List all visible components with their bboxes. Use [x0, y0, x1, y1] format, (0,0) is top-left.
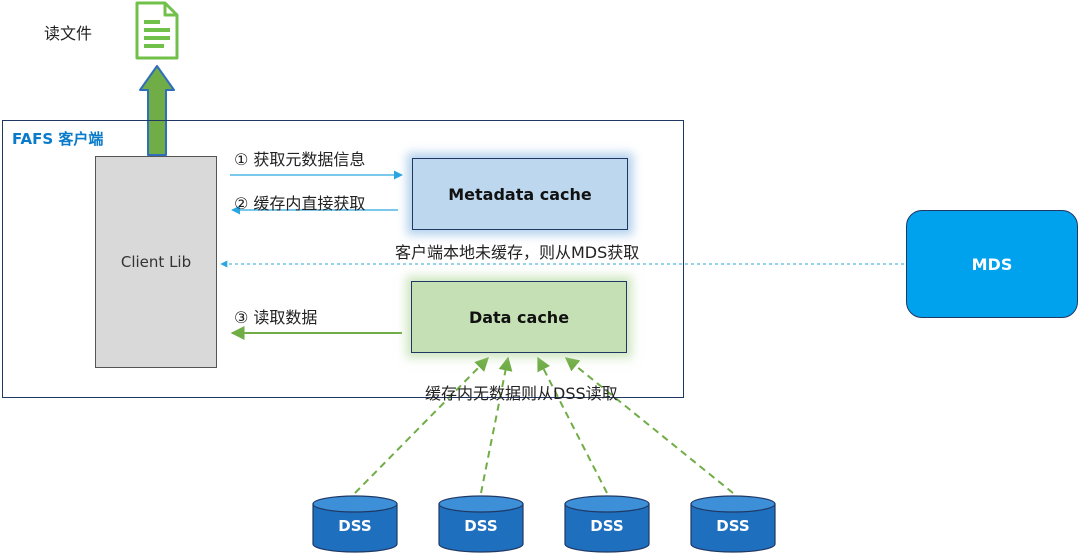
client-lib-box: Client Lib: [95, 156, 217, 368]
step1-label: ① 获取元数据信息: [234, 150, 366, 169]
mds-box: MDS: [906, 210, 1078, 318]
dss-to-data-cache-arrows: [354, 356, 734, 494]
dss-node-1-label: DSS: [338, 517, 372, 535]
file-icon: [135, 1, 179, 60]
dss-node-3-label: DSS: [590, 517, 624, 535]
dss-node-2-label: DSS: [464, 517, 498, 535]
dss-node-4: [690, 495, 776, 553]
dss-arrow-1: [354, 357, 489, 494]
dss-cylinders: [312, 495, 776, 553]
client-frame: [2, 120, 684, 398]
step3-label: ③ 读取数据: [234, 308, 318, 327]
dss-arrow-3: [537, 356, 608, 494]
mds-label: MDS: [971, 254, 1013, 274]
step2-label: ② 缓存内直接获取: [234, 194, 366, 213]
dss-node-2: [438, 495, 524, 553]
dss-arrow-2: [480, 356, 513, 494]
data-cache-box: Data cache: [411, 281, 627, 353]
mds-fallback-note: 客户端本地未缓存，则从MDS获取: [395, 243, 640, 262]
dss-node-1: [312, 495, 398, 553]
metadata-cache-box: Metadata cache: [412, 158, 628, 230]
dss-node-3: [564, 495, 650, 553]
client-frame-title: FAFS 客户端: [12, 130, 104, 148]
dss-fallback-note: 缓存内无数据则从DSS读取: [425, 384, 618, 403]
client-lib-label: Client Lib: [120, 253, 192, 271]
data-cache-label: Data cache: [468, 307, 570, 327]
read-file-label: 读文件: [44, 24, 93, 43]
dss-node-4-label: DSS: [716, 517, 750, 535]
read-file-up-arrow: [139, 65, 175, 156]
metadata-cache-label: Metadata cache: [448, 184, 592, 204]
